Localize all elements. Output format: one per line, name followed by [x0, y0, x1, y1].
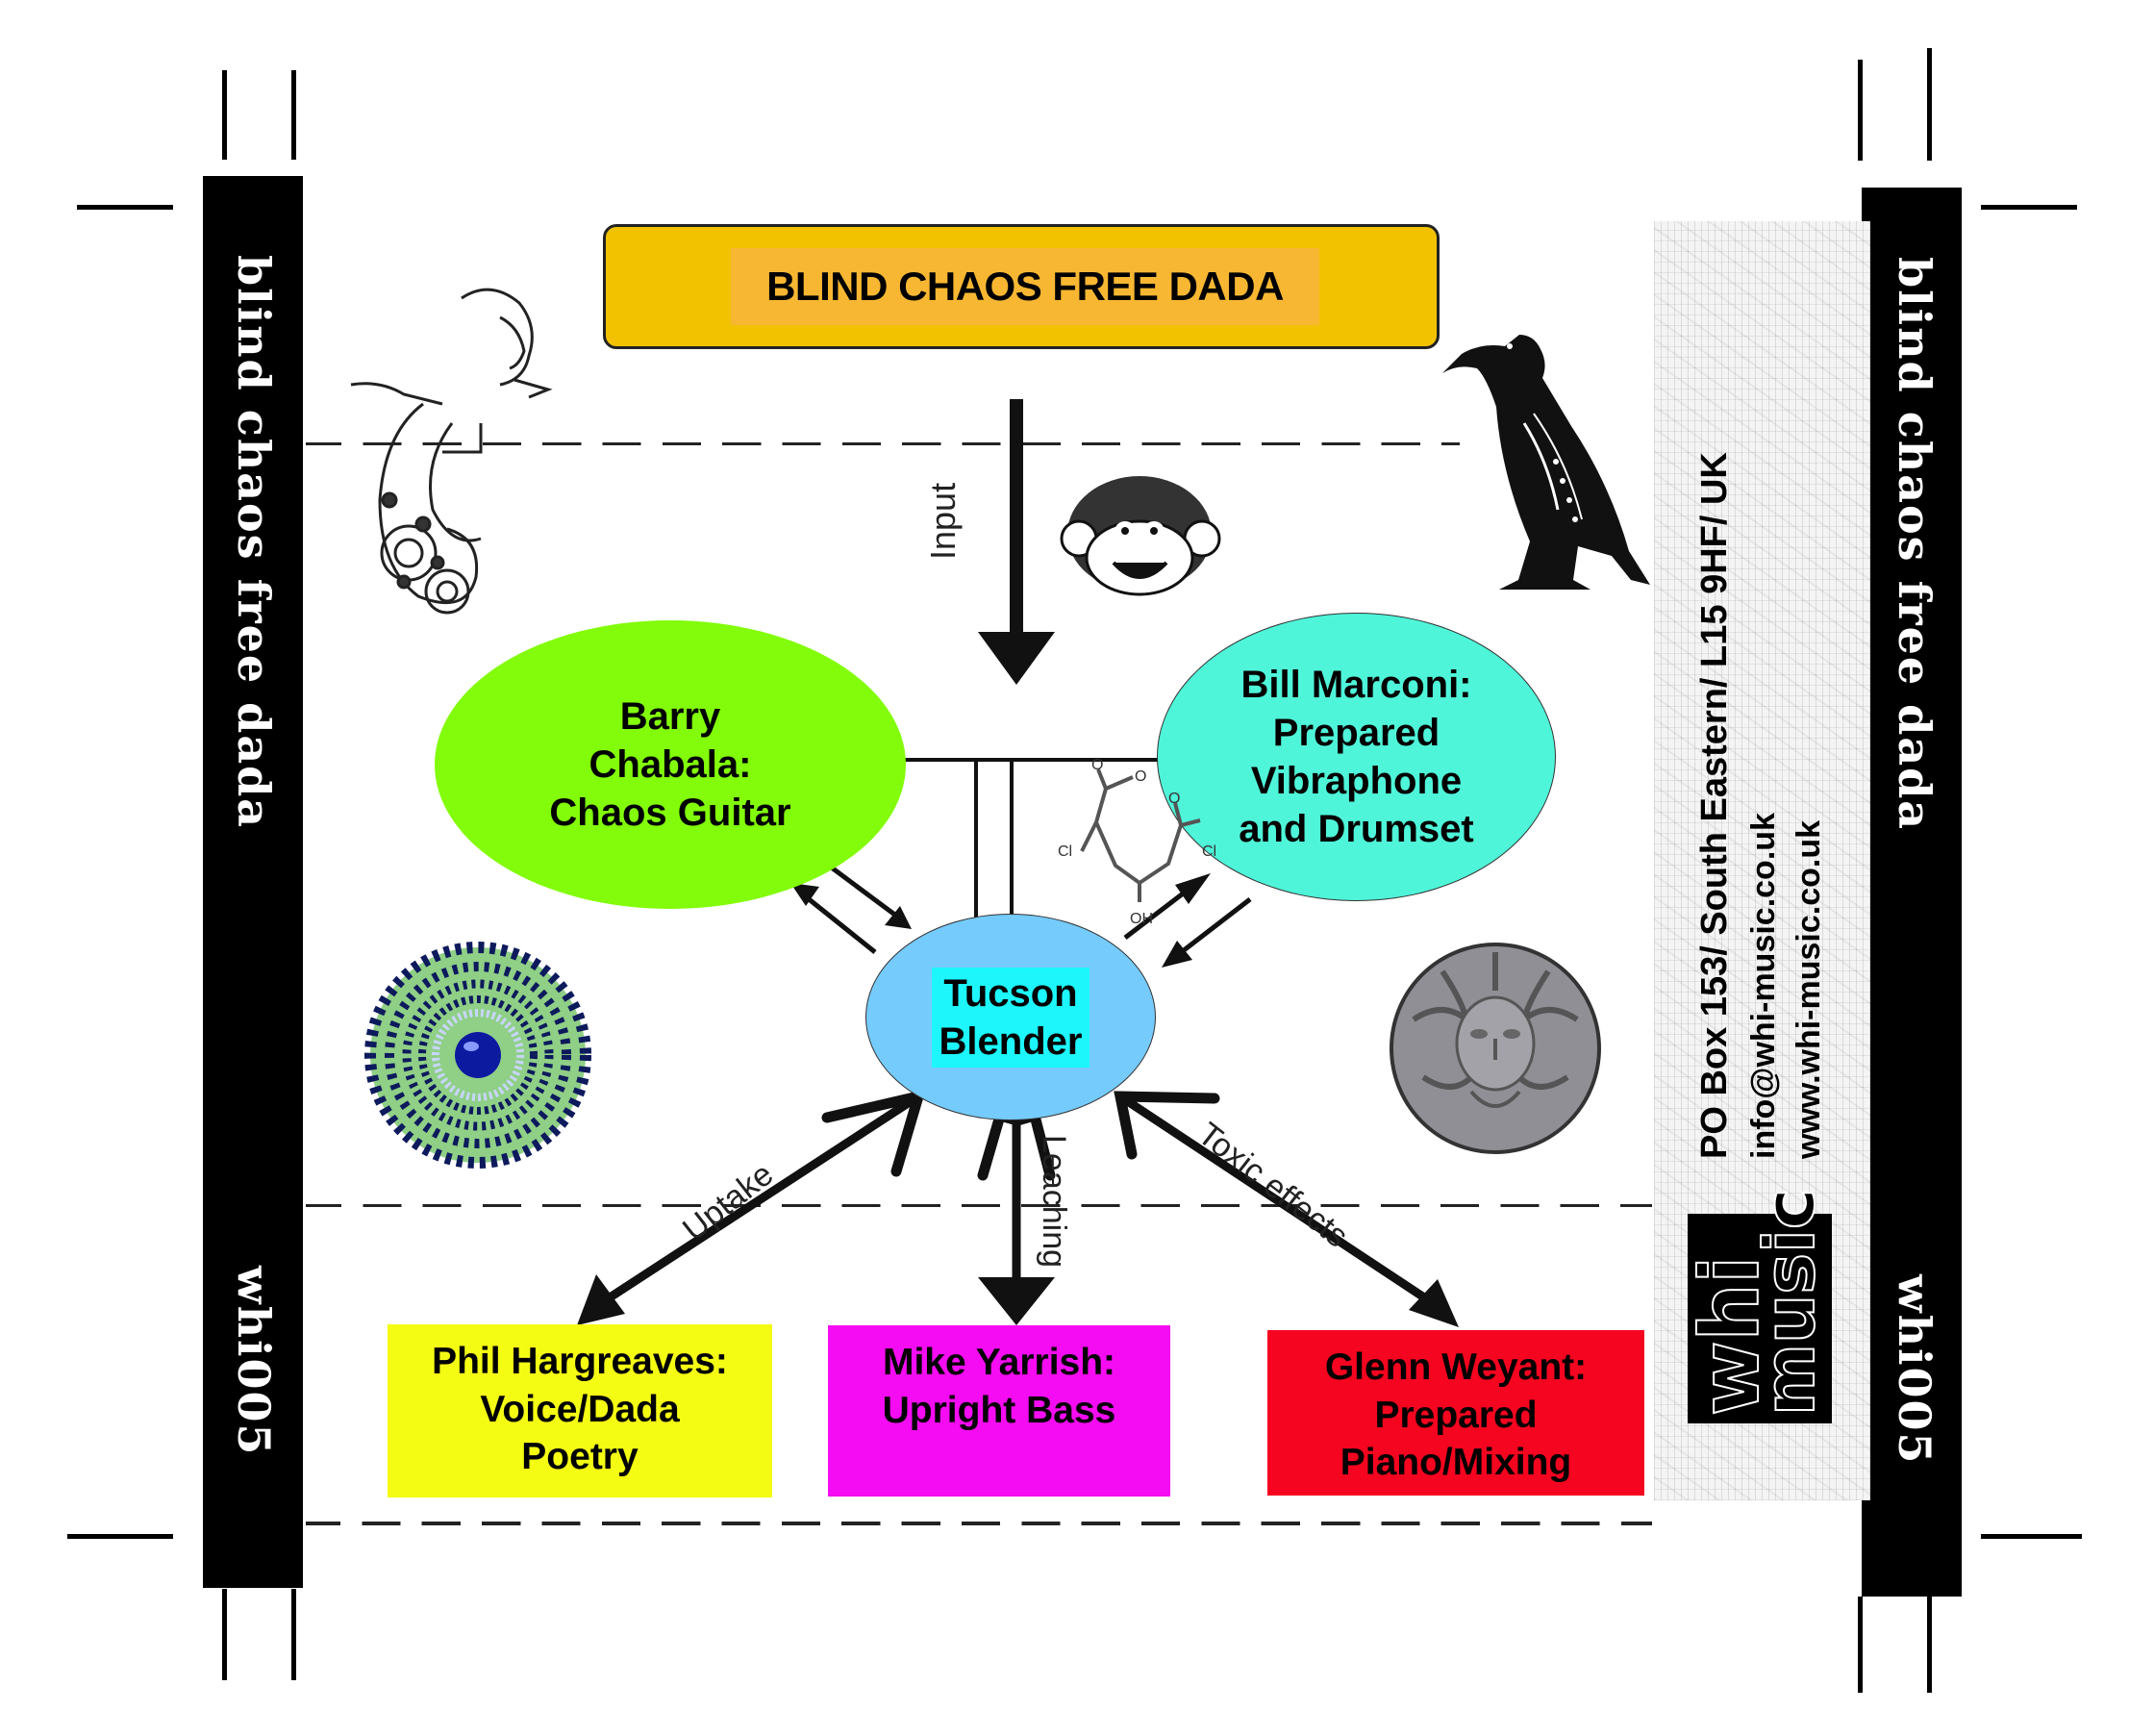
- optical-illusion-spiral-eye: [364, 942, 591, 1169]
- crop-mark: [77, 205, 173, 210]
- bill-line-2: Prepared: [1272, 712, 1440, 754]
- email-text[interactable]: info@whi-music.co.uk: [1745, 813, 1782, 1159]
- molecule-o-1: O: [1091, 757, 1103, 773]
- barry-line-1: Barry: [619, 695, 721, 738]
- node-barry-chabala: Barry Chabala: Chaos Guitar: [435, 620, 906, 909]
- glenn-line-3: Piano/Mixing: [1340, 1442, 1572, 1484]
- barry-to-center-arrowhead: [885, 906, 912, 929]
- barry-line-3: Chaos Guitar: [549, 792, 791, 834]
- glenn-line-1: Glenn Weyant:: [1324, 1346, 1588, 1388]
- crop-mark: [1858, 60, 1863, 161]
- node-phil-hargreaves: Phil Hargreaves: Voice/Dada Poetry: [388, 1324, 772, 1497]
- barry-to-center-arrow: [827, 863, 906, 924]
- bill-to-center-arrowhead: [1162, 941, 1192, 968]
- crop-mark: [1858, 1597, 1863, 1693]
- molecule-cl-right: Cl: [1202, 843, 1216, 860]
- title-text: BLIND CHAOS FREE DADA: [766, 264, 1284, 309]
- node-glenn-weyant: Glenn Weyant: Prepared Piano/Mixing: [1267, 1330, 1644, 1496]
- fold-line-bottom: [306, 1522, 1652, 1525]
- toxic-effects-arrowhead: [1409, 1279, 1459, 1327]
- monkey-face-illustration: [1060, 476, 1221, 596]
- mayan-serpent-figure-illustration: [350, 288, 553, 615]
- left-spine: blind chaos free dada whi005: [203, 176, 303, 1588]
- crop-mark: [1927, 1597, 1932, 1693]
- node-tucson-blender: Tucson Blender: [865, 914, 1156, 1120]
- bill-line-3: Vibraphone: [1250, 760, 1463, 802]
- whi-music-logo: whi music: [1682, 1188, 1832, 1423]
- phil-line-3: Poetry: [521, 1436, 639, 1478]
- title-highlight: BLIND CHAOS FREE DADA: [731, 248, 1319, 325]
- molecule-o-3: O: [1168, 791, 1180, 807]
- crop-mark: [291, 1589, 296, 1680]
- crop-mark: [291, 70, 296, 160]
- raven-silhouette-illustration: [1442, 335, 1650, 590]
- uptake-arrow: [598, 1093, 921, 1307]
- center-to-bill-arrowhead: [1175, 873, 1211, 904]
- crop-mark: [67, 1534, 173, 1539]
- mike-line-1: Mike Yarrish:: [882, 1342, 1116, 1383]
- right-spine: blind chaos free dada whi005: [1862, 188, 1962, 1597]
- crop-mark: [1981, 1534, 2082, 1539]
- mike-line-2: Upright Bass: [882, 1389, 1116, 1431]
- fold-line-top: [306, 442, 1460, 445]
- leaching-chevron: [977, 1109, 1056, 1181]
- input-arrow-head: [978, 632, 1055, 685]
- phil-line-1: Phil Hargreaves:: [432, 1341, 728, 1382]
- center-to-barry-arrowhead: [790, 883, 819, 906]
- center-line-1: Tucson: [943, 971, 1078, 1015]
- green-man-stone-medallion: [1390, 943, 1601, 1154]
- bill-line-1: Bill Marconi:: [1240, 664, 1472, 706]
- uptake-arrowhead: [577, 1274, 625, 1325]
- phil-line-2: Voice/Dada: [480, 1388, 680, 1430]
- logo-music: music: [1748, 1188, 1831, 1418]
- crop-mark: [222, 1589, 227, 1680]
- crop-mark: [1927, 48, 1932, 161]
- toxic-chevron: [1114, 1091, 1220, 1160]
- center-to-barry-arrow: [801, 893, 877, 954]
- leaching-arrowhead: [978, 1277, 1055, 1325]
- node-bill-marconi: Bill Marconi: Prepared Vibraphone and Dr…: [1157, 613, 1556, 901]
- bill-to-center-arrow: [1173, 897, 1252, 959]
- glenn-line-2: Prepared: [1374, 1394, 1538, 1436]
- crop-mark: [222, 70, 227, 160]
- website-text[interactable]: www.whi-music.co.uk: [1791, 819, 1827, 1159]
- molecule-o-2: O: [1135, 768, 1146, 785]
- barry-line-2: Chabala:: [589, 743, 752, 786]
- node-mike-yarrish: Mike Yarrish: Upright Bass: [828, 1325, 1170, 1497]
- bill-line-4: and Drumset: [1239, 808, 1474, 850]
- molecule-cl-left: Cl: [1058, 843, 1072, 860]
- molecule-oh: OH: [1130, 911, 1153, 927]
- fold-line-middle: [306, 1204, 1652, 1207]
- toxic-effects-arrow: [1117, 1093, 1436, 1307]
- address-text: PO Box 153/ South Eastern/ L15 9HF/ UK: [1694, 452, 1735, 1159]
- center-line-2: Blender: [939, 1019, 1083, 1063]
- crop-mark: [1981, 205, 2077, 210]
